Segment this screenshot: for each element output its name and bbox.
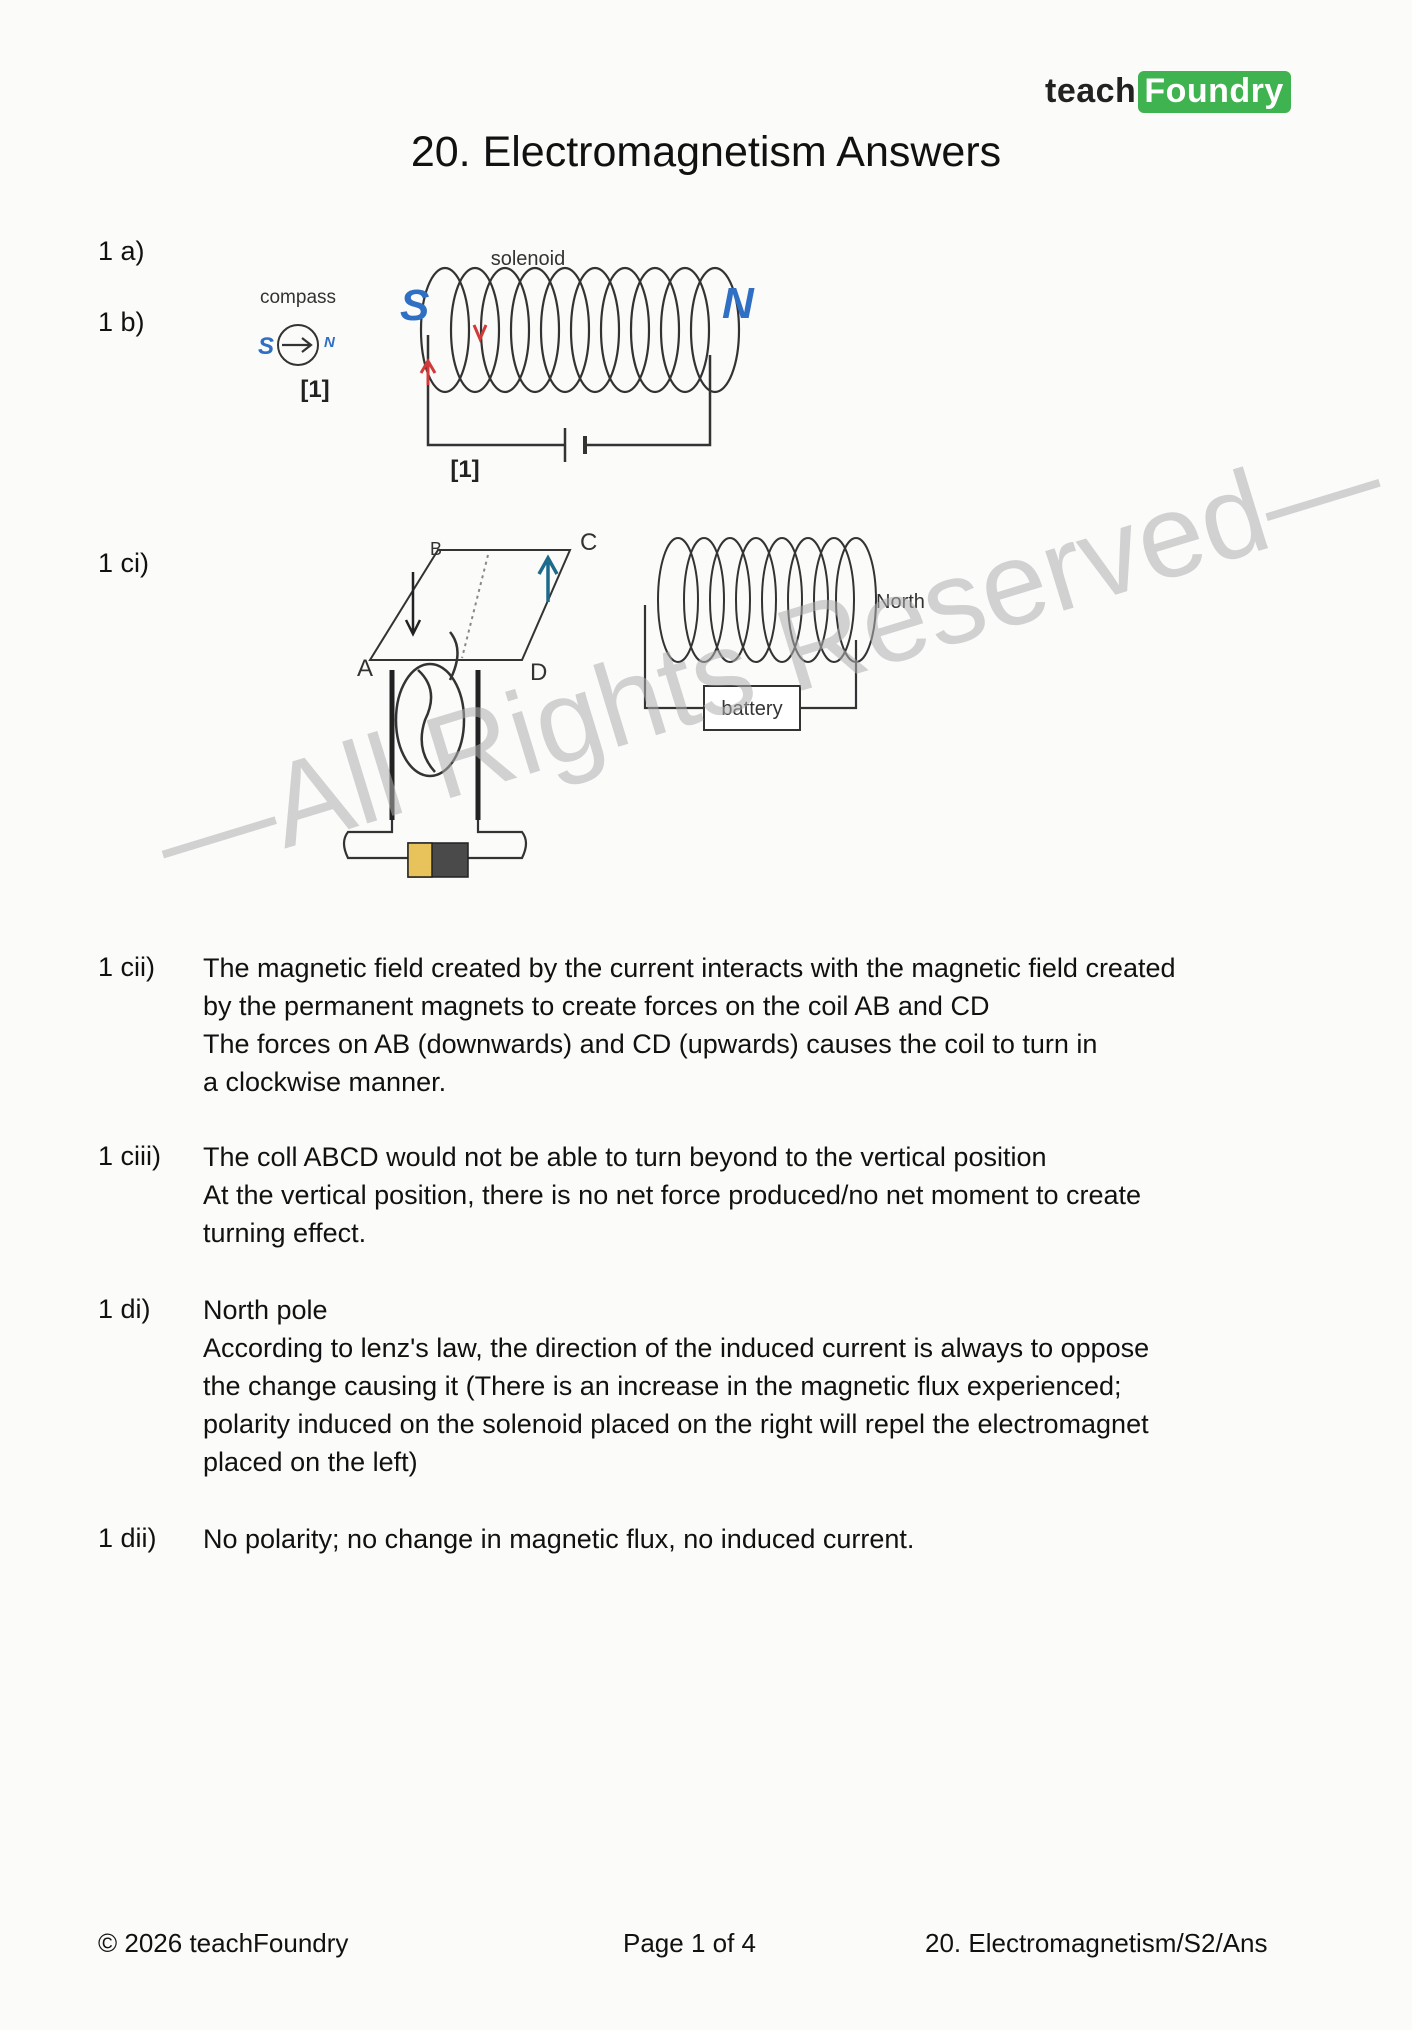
label-1a: 1 a) (98, 236, 145, 266)
mark-1a: [1] (300, 376, 329, 403)
brushes (389, 670, 481, 820)
current-arrow-up (419, 358, 437, 385)
answer-1di-line-3: the change causing it (There is an incre… (203, 1371, 1122, 1401)
answer-1di-line-5: placed on the left) (203, 1447, 418, 1477)
corner-a-label: A (357, 655, 373, 682)
compass-icon (277, 324, 319, 366)
footer-doc-code: 20. Electromagnetism/S2/Ans (925, 1928, 1268, 1958)
corner-d-label: D (530, 659, 547, 686)
answer-1cii-line-4: a clockwise manner. (203, 1067, 447, 1097)
answer-1cii-line-1: The magnetic field created by the curren… (203, 953, 1176, 983)
label-1ci: 1 ci) (98, 548, 150, 578)
page-title: 20. Electromagnetism Answers (410, 128, 1002, 176)
label-1b: 1 b) (98, 307, 145, 337)
answer-1cii-line-2: by the permanent magnets to create force… (203, 991, 990, 1021)
solenoid-label: solenoid (491, 248, 566, 270)
compass-s-label: S (258, 333, 274, 360)
compass-label: compass (260, 287, 336, 308)
pole-n-label: N (722, 279, 755, 328)
label-1dii: 1 dii) (98, 1523, 157, 1553)
answer-1ciii-line-1: The coll ABCD would not be able to turn … (203, 1142, 1047, 1172)
brand-logo-part2: Foundry (1138, 71, 1291, 113)
commutator (394, 631, 466, 778)
answer-1dii-line-1: No polarity; no change in magnetic flux,… (203, 1524, 915, 1554)
solenoid-coil (419, 266, 741, 394)
right-solenoid-coil (657, 537, 877, 663)
current-arrow-down (472, 324, 488, 343)
answer-1di: North pole According to lenz's law, the … (203, 1291, 1293, 1481)
answer-1di-line-4: polarity induced on the solenoid placed … (203, 1409, 1149, 1439)
mark-1b: [1] (450, 456, 479, 483)
label-1ciii: 1 ciii) (98, 1141, 162, 1171)
answer-1di-line-1: North pole (203, 1295, 328, 1325)
label-1cii: 1 cii) (98, 952, 156, 982)
motor-diagram: B C A D battery North (342, 529, 925, 878)
answer-1di-line-2: According to lenz's law, the direction o… (203, 1333, 1150, 1363)
compass-needle-arrow (282, 337, 313, 353)
battery-label: battery (721, 698, 782, 720)
brand-logo-part1: teach (1045, 72, 1137, 110)
footer-page-number: Page 1 of 4 (623, 1928, 756, 1958)
footer-copyright: © 2026 teachFoundry (98, 1928, 349, 1958)
compass-n-label: N (324, 334, 336, 351)
answer-1dii: No polarity; no change in magnetic flux,… (203, 1520, 1293, 1558)
solenoid-diagram: solenoid S N compass S N [1] [1] (258, 248, 755, 483)
coil-abcd (368, 549, 572, 661)
battery-box (703, 685, 801, 731)
right-solenoid-wires (643, 605, 858, 710)
pole-s-label: S (400, 281, 429, 330)
north-label: North (876, 591, 925, 613)
motor-circuit (342, 820, 528, 860)
battery-terminal (407, 842, 433, 878)
label-1di: 1 di) (98, 1294, 151, 1324)
answer-1cii: The magnetic field created by the curren… (203, 949, 1293, 1101)
force-arrow-cd-up (537, 554, 559, 602)
corner-c-label: C (580, 529, 597, 556)
answer-1ciii-line-3: turning effect. (203, 1218, 367, 1248)
force-arrow-ab-down (404, 572, 422, 637)
answer-1ciii-line-2: At the vertical position, there is no ne… (203, 1180, 1142, 1210)
answer-1cii-line-3: The forces on AB (downwards) and CD (upw… (203, 1029, 1098, 1059)
answer-1ciii: The coll ABCD would not be able to turn … (203, 1138, 1293, 1252)
corner-b-label: B (430, 539, 442, 559)
